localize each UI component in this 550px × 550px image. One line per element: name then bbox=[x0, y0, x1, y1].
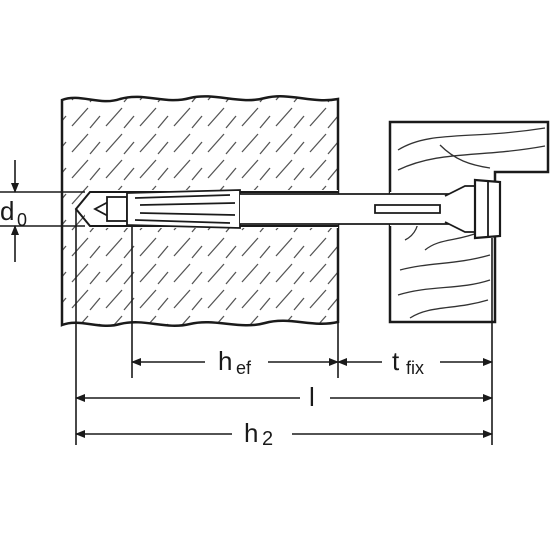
svg-text:h: h bbox=[218, 346, 232, 376]
dimension-lines bbox=[11, 160, 493, 438]
expansion-sleeve bbox=[126, 189, 241, 229]
label-hef: h ef bbox=[218, 346, 252, 378]
label-h2: h 2 bbox=[244, 418, 273, 450]
label-l: l bbox=[309, 382, 315, 412]
svg-text:t: t bbox=[392, 346, 400, 376]
svg-text:0: 0 bbox=[17, 210, 27, 230]
svg-text:h: h bbox=[244, 418, 258, 448]
expansion-nut bbox=[106, 196, 128, 222]
label-tfix: t fix bbox=[392, 346, 424, 378]
svg-text:l: l bbox=[309, 382, 315, 412]
anchor bbox=[93, 178, 502, 240]
svg-text:ef: ef bbox=[236, 358, 252, 378]
svg-text:fix: fix bbox=[406, 358, 424, 378]
svg-text:d: d bbox=[0, 196, 14, 226]
label-d0: d 0 bbox=[0, 196, 27, 230]
wood-grain bbox=[397, 127, 546, 319]
svg-text:2: 2 bbox=[262, 428, 273, 450]
